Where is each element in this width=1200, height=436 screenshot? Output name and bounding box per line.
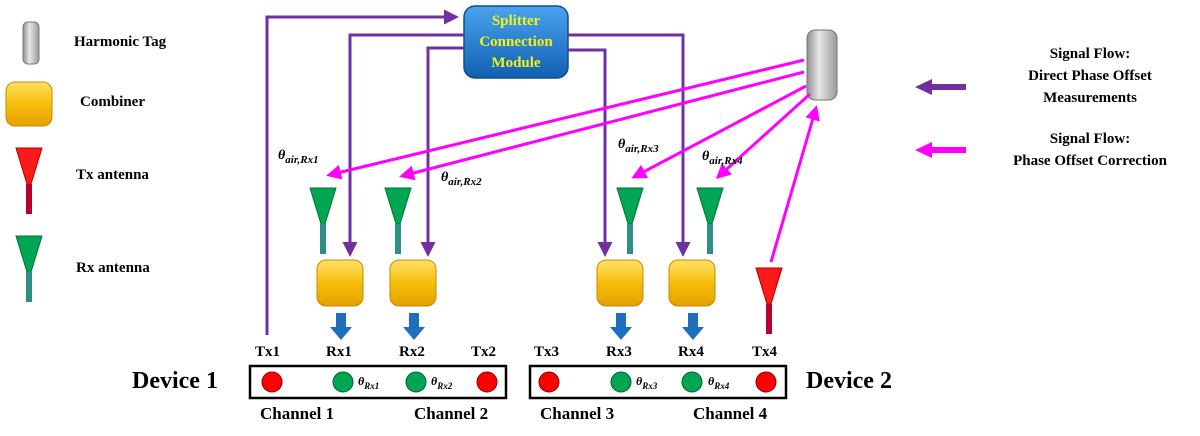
rx4-down-arrow [682,313,704,340]
channel2-label: Channel 2 [414,404,489,423]
theta-subscript: air,Rx3 [625,143,659,156]
theta-subscript: air,Rx2 [448,176,482,189]
harmonic-tag [806,29,838,101]
theta-symbol: θ [636,374,643,388]
device1-label: Device 1 [132,368,218,394]
port-tx3-label: Tx3 [534,344,560,360]
theta-symbol: θ [441,170,449,185]
theta-rx2-label: θRx2 [431,372,452,391]
path-tx1-to-splitter [265,9,459,335]
rx2-antenna [384,187,412,255]
path-tag-to-rx4 [715,92,812,180]
legend-harmonic-tag-label: Harmonic Tag [74,34,167,50]
legend-tx-antenna-label: Tx antenna [76,167,149,183]
tx4-antenna [755,267,783,335]
splitter-line1: Splitter [491,12,541,29]
channel4-label: Channel 4 [693,404,768,423]
rx1-antenna [309,187,337,255]
direct-flow-line2: Direct Phase Offset [1028,68,1152,84]
port-rx4-label: Rx4 [678,344,704,360]
device2-label: Device 2 [806,368,892,394]
path-tag-to-rx2 [399,70,805,181]
channel1-label: Channel 1 [260,404,335,423]
theta-subscript: Rx1 [364,381,380,392]
correction-flow-line2: Phase Offset Correction [1013,153,1167,169]
path-splitter-to-rx1 [342,33,464,257]
theta-symbol: θ [431,374,438,388]
rx2-down-arrow [403,313,425,340]
correction-flow-line1: Signal Flow: [1049,131,1131,147]
legend-correction-flow-arrow [915,142,966,158]
legend-rx-antenna-icon [15,235,43,303]
rx2-dot [405,371,427,393]
theta-air-rx1-label: θair,Rx1 [278,146,319,166]
direct-flow-line1: Signal Flow: [1049,46,1131,62]
theta-rx4-label: θRx4 [708,372,729,391]
rx3-down-arrow [610,313,632,340]
theta-symbol: θ [702,149,710,164]
device2-box [528,364,788,400]
theta-symbol: θ [618,137,626,152]
rx4-antenna [696,187,724,255]
theta-subscript: Rx4 [714,381,730,392]
splitter-line2: Connection [479,33,553,50]
rx3-antenna [616,187,644,255]
rx3-combiner [596,259,644,307]
rx3-dot [610,371,632,393]
theta-rx1-label: θRx1 [358,372,379,391]
rx1-down-arrow [330,313,352,340]
theta-subscript: air,Rx1 [285,154,319,167]
device1-box [248,364,508,400]
rx2-combiner [389,259,437,307]
theta-air-rx3-label: θair,Rx3 [618,135,659,155]
path-tag-to-rx1 [326,58,805,180]
theta-symbol: θ [358,374,365,388]
splitter-module [463,5,569,79]
path-splitter-to-rx2 [420,46,464,257]
rx1-dot [332,371,354,393]
legend-tx-antenna-icon [15,147,43,215]
tx3-dot [538,371,560,393]
theta-air-rx4-label: θair,Rx4 [702,147,743,167]
theta-subscript: Rx3 [642,381,658,392]
theta-subscript: Rx2 [437,381,453,392]
channel3-label: Channel 3 [540,404,615,423]
legend-direct-flow-arrow [915,79,966,95]
port-rx2-label: Rx2 [399,344,425,360]
path-tag-to-rx3 [631,84,807,179]
legend-harmonic-tag-icon [22,21,40,65]
rx4-dot [681,371,703,393]
theta-symbol: θ [708,374,715,388]
direct-flow-line3: Measurements [1043,90,1137,106]
tx4-dot [755,371,777,393]
splitter-label: Splitter Connection Module [464,6,568,78]
port-rx1-label: Rx1 [326,344,352,360]
theta-rx3-label: θRx3 [636,372,657,391]
legend-combiner-label: Combiner [80,94,145,110]
correction-paths [326,58,820,263]
rx4-combiner [668,259,716,307]
theta-subscript: air,Rx4 [709,155,743,168]
theta-air-rx2-label: θair,Rx2 [441,168,482,188]
port-rx3-label: Rx3 [606,344,632,360]
port-tx2-label: Tx2 [471,344,497,360]
path-splitter-to-rx4 [568,33,691,257]
rx1-combiner [316,259,364,307]
port-tx1-label: Tx1 [255,344,281,360]
correction-flow-label: Signal Flow: Phase Offset Correction [986,128,1194,172]
direct-measurement-paths [265,9,691,335]
path-tx4-to-tag [769,105,820,263]
tx1-dot [261,371,283,393]
path-splitter-to-rx3 [568,48,613,257]
tx2-dot [476,371,498,393]
legend-rx-antenna-label: Rx antenna [76,260,150,276]
theta-symbol: θ [278,148,286,163]
port-tx4-label: Tx4 [752,344,778,360]
legend-combiner-icon [5,81,53,127]
direct-flow-label: Signal Flow: Direct Phase Offset Measure… [990,43,1190,109]
splitter-line3: Module [491,54,541,71]
